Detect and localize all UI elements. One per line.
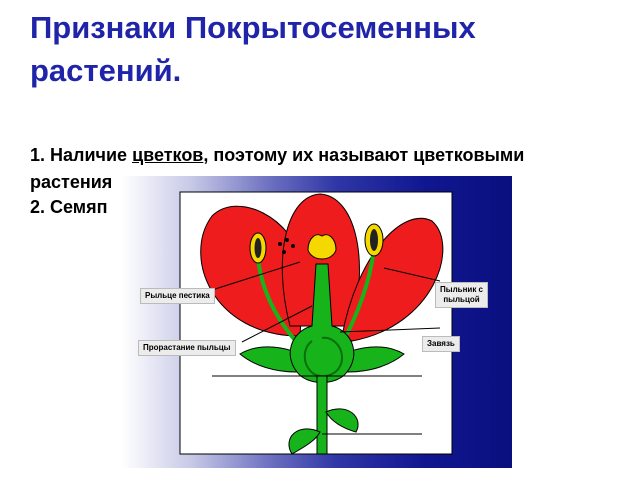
- label-anther-line-1: Пыльник с: [440, 285, 484, 294]
- leaf-right: [325, 408, 359, 433]
- point-1-underlined-word: цветков: [132, 145, 204, 165]
- petals: [200, 193, 444, 342]
- leaf-left: [288, 428, 321, 455]
- pollen-grain: [285, 238, 289, 242]
- stem: [316, 375, 328, 455]
- pollen-grain: [282, 250, 286, 254]
- label-pollen-tube: Прорастание пыльцы: [138, 340, 236, 356]
- leader-stigma: [211, 261, 301, 291]
- flower-diagram: [179, 191, 453, 455]
- point-1-line-1: 1. Наличие цветков, поэтому их называют …: [30, 143, 630, 167]
- label-stigma: Рыльце пестика: [140, 288, 215, 304]
- label-ovary: Завязь: [422, 336, 460, 352]
- leader-anther: [383, 267, 441, 282]
- label-anther-line-2: пыльцой: [443, 295, 480, 304]
- stigma: [307, 234, 337, 260]
- leader-ovary: [339, 327, 441, 333]
- leader-lines: [211, 261, 441, 435]
- point-1-suffix: , поэтому их называют цветковыми: [203, 145, 525, 165]
- pistil: [289, 263, 355, 383]
- point-1-prefix: 1. Наличие: [30, 145, 133, 165]
- point-1-line-2: растения: [30, 172, 113, 192]
- pollen-grain: [278, 242, 282, 246]
- pollen-grain: [291, 244, 295, 248]
- ovule: [303, 336, 344, 377]
- flower-figure-panel: [122, 176, 512, 468]
- pollen-grains: [278, 238, 295, 254]
- diagram-frame: [179, 191, 453, 455]
- leader-pollen-tube: [241, 305, 313, 343]
- petal-right: [341, 217, 444, 342]
- point-2: 2. Семяп: [30, 197, 108, 217]
- anther-left-pollen: [254, 238, 262, 258]
- anther-right-pollen: [370, 229, 378, 251]
- slide-title: Признаки Покрытосеменных растений.: [30, 10, 476, 88]
- petal-middle: [281, 193, 360, 327]
- anthers: [249, 223, 384, 264]
